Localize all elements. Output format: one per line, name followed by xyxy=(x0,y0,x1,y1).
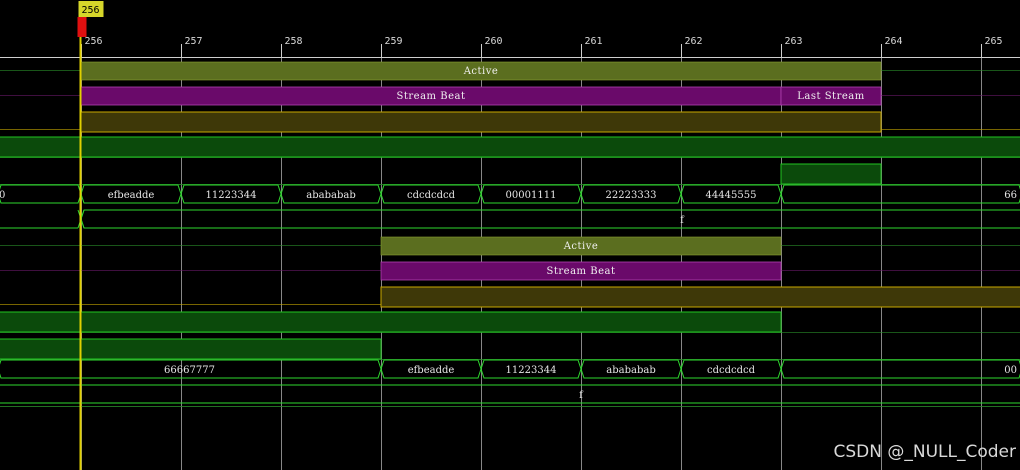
ruler-tick-label: 261 xyxy=(585,36,603,47)
stream-beat-label: Last Stream xyxy=(797,91,864,102)
green-signal-a[interactable] xyxy=(0,136,1020,158)
watermark-text: CSDN @_NULL_Coder xyxy=(833,442,1016,462)
cursor-marker[interactable] xyxy=(77,17,87,37)
ruler-tick-label: 263 xyxy=(785,36,803,47)
ruler-tick-label: 262 xyxy=(685,36,703,47)
green-signal-b[interactable] xyxy=(780,163,882,185)
ruler-tick-label: 260 xyxy=(485,36,503,47)
green-signal-a[interactable] xyxy=(0,311,782,333)
bus-value: efbeadde xyxy=(408,365,455,376)
bus-value: efbeadde xyxy=(108,190,155,201)
amber-signal[interactable] xyxy=(80,111,882,133)
green-signal-b[interactable] xyxy=(0,338,382,360)
f-bus-value: f xyxy=(579,390,584,401)
bus-value: cdcdcdcd xyxy=(707,365,756,376)
ruler-tick-label: 258 xyxy=(285,36,303,47)
bus-segment[interactable] xyxy=(780,359,1020,379)
time-ruler[interactable]: 256 257 258 259 260 261 262 263 264 265 xyxy=(0,36,1020,58)
bus-value: 00001111 xyxy=(506,190,557,201)
bus-value: 44445555 xyxy=(706,190,757,201)
amber-signal[interactable] xyxy=(380,286,1020,308)
bus-value: abababab xyxy=(606,365,655,376)
bus-value: 11223344 xyxy=(206,190,257,201)
active-transaction[interactable] xyxy=(380,236,782,256)
bus-segment[interactable] xyxy=(780,184,1020,204)
ruler-tick-label: 259 xyxy=(385,36,403,47)
bus-value: 11223344 xyxy=(506,365,557,376)
f-bus-segment[interactable] xyxy=(0,384,1020,404)
ruler-tick-label: 257 xyxy=(185,36,203,47)
bus-value: 22223333 xyxy=(606,190,657,201)
ruler-tick-label: 264 xyxy=(885,36,903,47)
active-label: Active xyxy=(563,241,599,252)
bus-value: 66 xyxy=(1004,190,1017,201)
stream-beat-transaction[interactable] xyxy=(380,261,782,281)
bus-value: 0 xyxy=(0,190,5,201)
cursor-label: 256 xyxy=(81,5,99,16)
bus-value: 00 xyxy=(1004,365,1017,376)
bus-value: abababab xyxy=(306,190,355,201)
bus-value: cdcdcdcd xyxy=(407,190,456,201)
stream-beat-label: Stream Beat xyxy=(397,91,466,102)
time-cursor[interactable]: 256 xyxy=(77,1,104,470)
ruler-tick-label: 256 xyxy=(85,36,103,47)
f-bus-value: f xyxy=(680,215,685,226)
stream-beat-label: Stream Beat xyxy=(547,266,616,277)
ruler-tick-label: 265 xyxy=(985,36,1003,47)
stream-beat-transaction[interactable] xyxy=(780,86,882,106)
cursor-label-box xyxy=(78,1,104,17)
bus-value: 66667777 xyxy=(164,365,215,376)
active-label: Active xyxy=(463,66,499,77)
